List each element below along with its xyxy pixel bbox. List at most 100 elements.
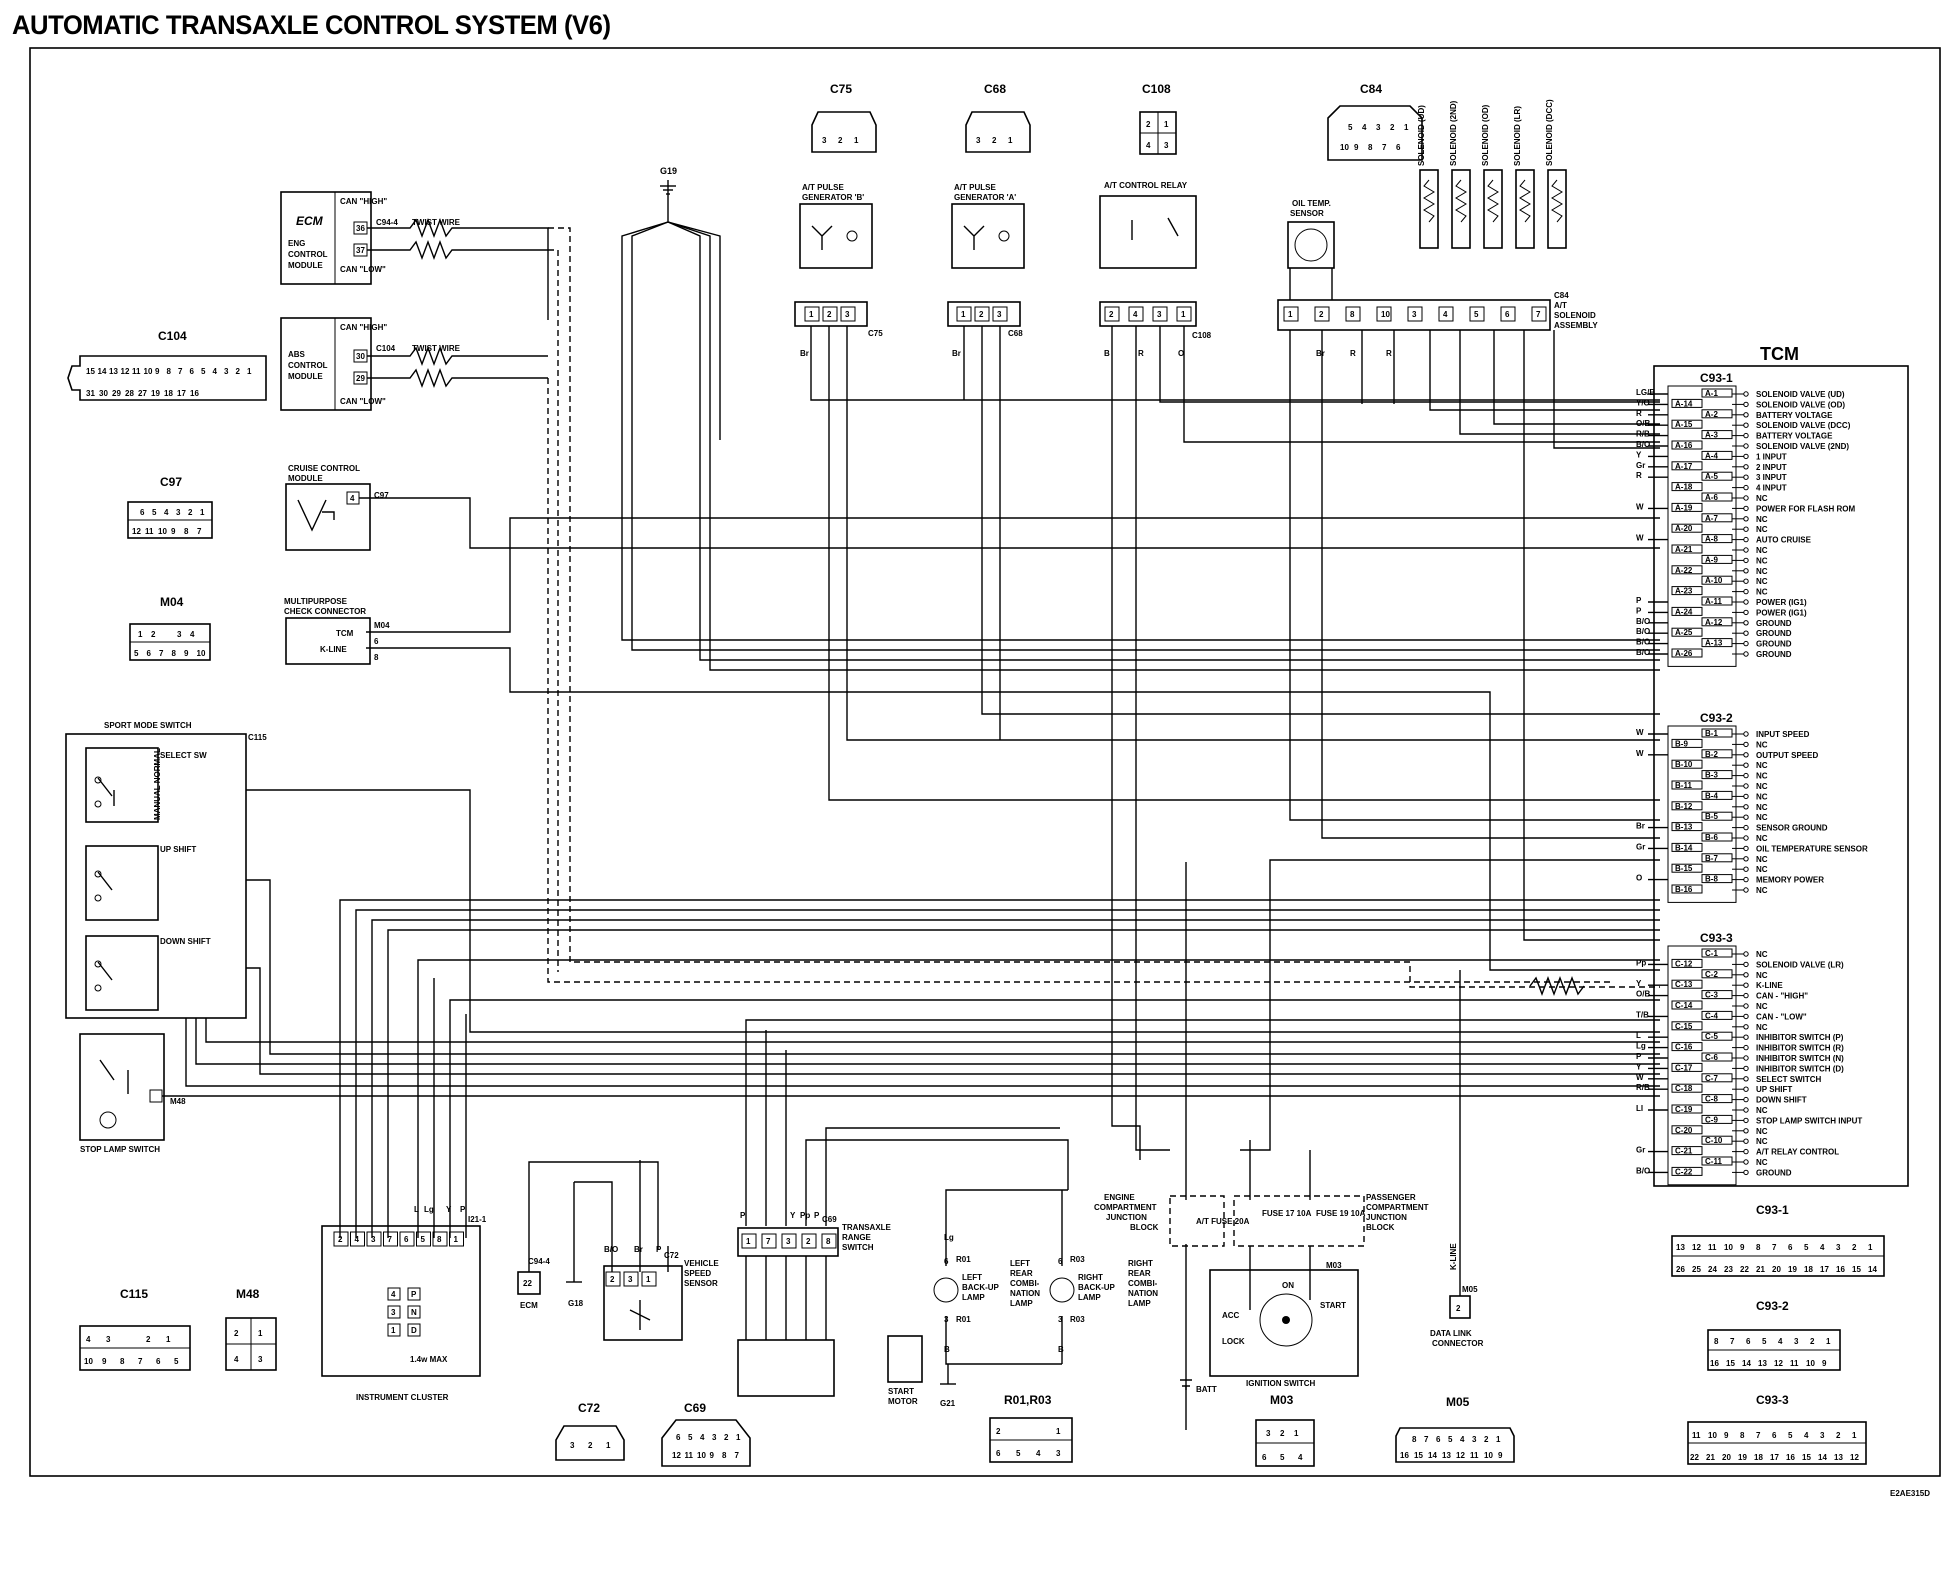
page-title: AUTOMATIC TRANSAXLE CONTROL SYSTEM (V6) [12, 10, 611, 40]
connector-pin-number: 12 [1456, 1451, 1465, 1460]
tcm-pin-desc: NC [1756, 1002, 1768, 1011]
tcm-pin-box [1701, 492, 1733, 502]
svg-text:BACK-UP: BACK-UP [962, 1283, 1000, 1292]
connector-pin-number: 1 [1164, 120, 1169, 129]
connector-pin-number: 1 [606, 1441, 611, 1450]
tcm-pin-box [1701, 1094, 1733, 1104]
tcm-wire-color: LG/B [1636, 388, 1655, 397]
svg-text:C84: C84 [1554, 291, 1569, 300]
tcm-pin-box [1671, 482, 1703, 492]
connector-pin-number: 8 [437, 1235, 442, 1244]
connector-pin-number: 12 [1774, 1359, 1783, 1368]
svg-text:R03: R03 [1070, 1255, 1085, 1264]
connector-pin-box [781, 1233, 797, 1249]
tcm-pin-box [1671, 1000, 1703, 1010]
connector-pin-number: 6 [404, 1235, 409, 1244]
tcm-pin-id: B-1 [1705, 729, 1718, 738]
connector-pin-number: 6 [1396, 143, 1401, 152]
connector-pin-number: 6 [996, 1449, 1001, 1458]
tcm-pin-box [1701, 513, 1733, 523]
svg-text:A/T FUSE 20A: A/T FUSE 20A [1196, 1217, 1250, 1226]
tcm-wire-color: W [1636, 502, 1644, 511]
svg-text:COMPARTMENT: COMPARTMENT [1094, 1203, 1157, 1212]
connector-pin-number: 18 [1754, 1453, 1763, 1462]
tcm-pin-desc: NC [1756, 950, 1768, 959]
connector-pin-number: 2 [1836, 1431, 1841, 1440]
svg-text:CRUISE CONTROL: CRUISE CONTROL [288, 464, 360, 473]
connector-pin-number: 3 [845, 310, 850, 319]
connector-pin-number: 7 [1382, 143, 1387, 152]
svg-text:MODULE: MODULE [288, 474, 323, 483]
svg-text:START: START [1320, 1301, 1346, 1310]
connector-pin-number: 9 [710, 1451, 715, 1460]
connector-pin-number: 5 [1804, 1243, 1809, 1252]
connector-pin-box [1283, 306, 1299, 322]
tcm-pin-box [1671, 842, 1703, 852]
connector-pin-number: 2 [996, 1427, 1001, 1436]
connector-pin-number: 7 [766, 1237, 771, 1246]
connector-pin-number: 26 [1676, 1265, 1685, 1274]
connector-pin-number: 7 [1756, 1431, 1761, 1440]
tcm-pin-id: A-3 [1705, 431, 1718, 440]
connector-pin-number: 7 [1536, 310, 1541, 319]
tcm-pin-id: B-12 [1675, 802, 1693, 811]
tcm-pin-id: A-26 [1675, 649, 1693, 658]
connector-pin-number: 3 [1266, 1429, 1271, 1438]
connector-pin-number: 14 [1868, 1265, 1877, 1274]
connector-pin-number: 4 [190, 630, 195, 639]
tcm-pin-desc: NC [1756, 834, 1768, 843]
connector-pin-number: 1 [1008, 136, 1013, 145]
connector-pin-number: 2 [236, 367, 241, 376]
connector-pin-number: 8 [1350, 310, 1355, 319]
connector-pin-number: 1 [247, 367, 252, 376]
connector-pin-number: 15 [86, 367, 95, 376]
connector-pin-number: 12 [132, 527, 141, 536]
connector-pin-number: 7 [388, 1235, 393, 1244]
svg-text:FUSE 19 10A: FUSE 19 10A [1316, 1209, 1366, 1218]
svg-text:1.4w MAX: 1.4w MAX [410, 1355, 448, 1364]
tcm-pin-desc: NC [1756, 1158, 1768, 1167]
connector-pin-number: 2 [1319, 310, 1324, 319]
oil-temp-sensor: OIL TEMP. SENSOR [1287, 199, 1335, 269]
connector-pin-number: 1 [646, 1275, 651, 1284]
connector-pin-number: 3 [628, 1275, 633, 1284]
svg-text:R03: R03 [1070, 1315, 1085, 1324]
connector-pin-box [449, 1231, 464, 1247]
connector-pin-number: 2 [588, 1441, 593, 1450]
connector-pin-number: 3 [1056, 1449, 1061, 1458]
tcm-pin-id: B-3 [1705, 771, 1718, 780]
figure-code: E2AE315D [1890, 1489, 1930, 1498]
connector-pin-box [974, 306, 990, 322]
solenoid-coil [1483, 169, 1503, 249]
tcm-pin-box [1671, 1042, 1703, 1052]
tcm-pin-desc: SOLENOID VALVE (UD) [1756, 390, 1845, 399]
connector-pin-box [992, 306, 1008, 322]
tcm-pin-id: A-18 [1675, 483, 1693, 492]
connector-pin-number: 4 [1460, 1435, 1465, 1444]
connector-pin-box [333, 1231, 349, 1247]
svg-text:C93-2: C93-2 [1756, 1299, 1789, 1313]
tcm-pin-id: C-19 [1675, 1105, 1693, 1114]
connector-pin-number: 4 [355, 1235, 360, 1244]
svg-text:30: 30 [356, 352, 365, 361]
connector-pin-number: 19 [151, 389, 160, 398]
tcm-pin-desc: NC [1756, 772, 1768, 781]
connector-pin-number: 5 [1474, 310, 1479, 319]
connector-pin-number: 7 [178, 367, 183, 376]
connector-pin-number: 1 [454, 1235, 459, 1244]
connector-pin-number: 31 [86, 389, 95, 398]
connector-pin-number: 3 [976, 136, 981, 145]
tcm-pin-desc: 3 INPUT [1756, 473, 1787, 482]
svg-text:C94-4: C94-4 [528, 1257, 550, 1266]
